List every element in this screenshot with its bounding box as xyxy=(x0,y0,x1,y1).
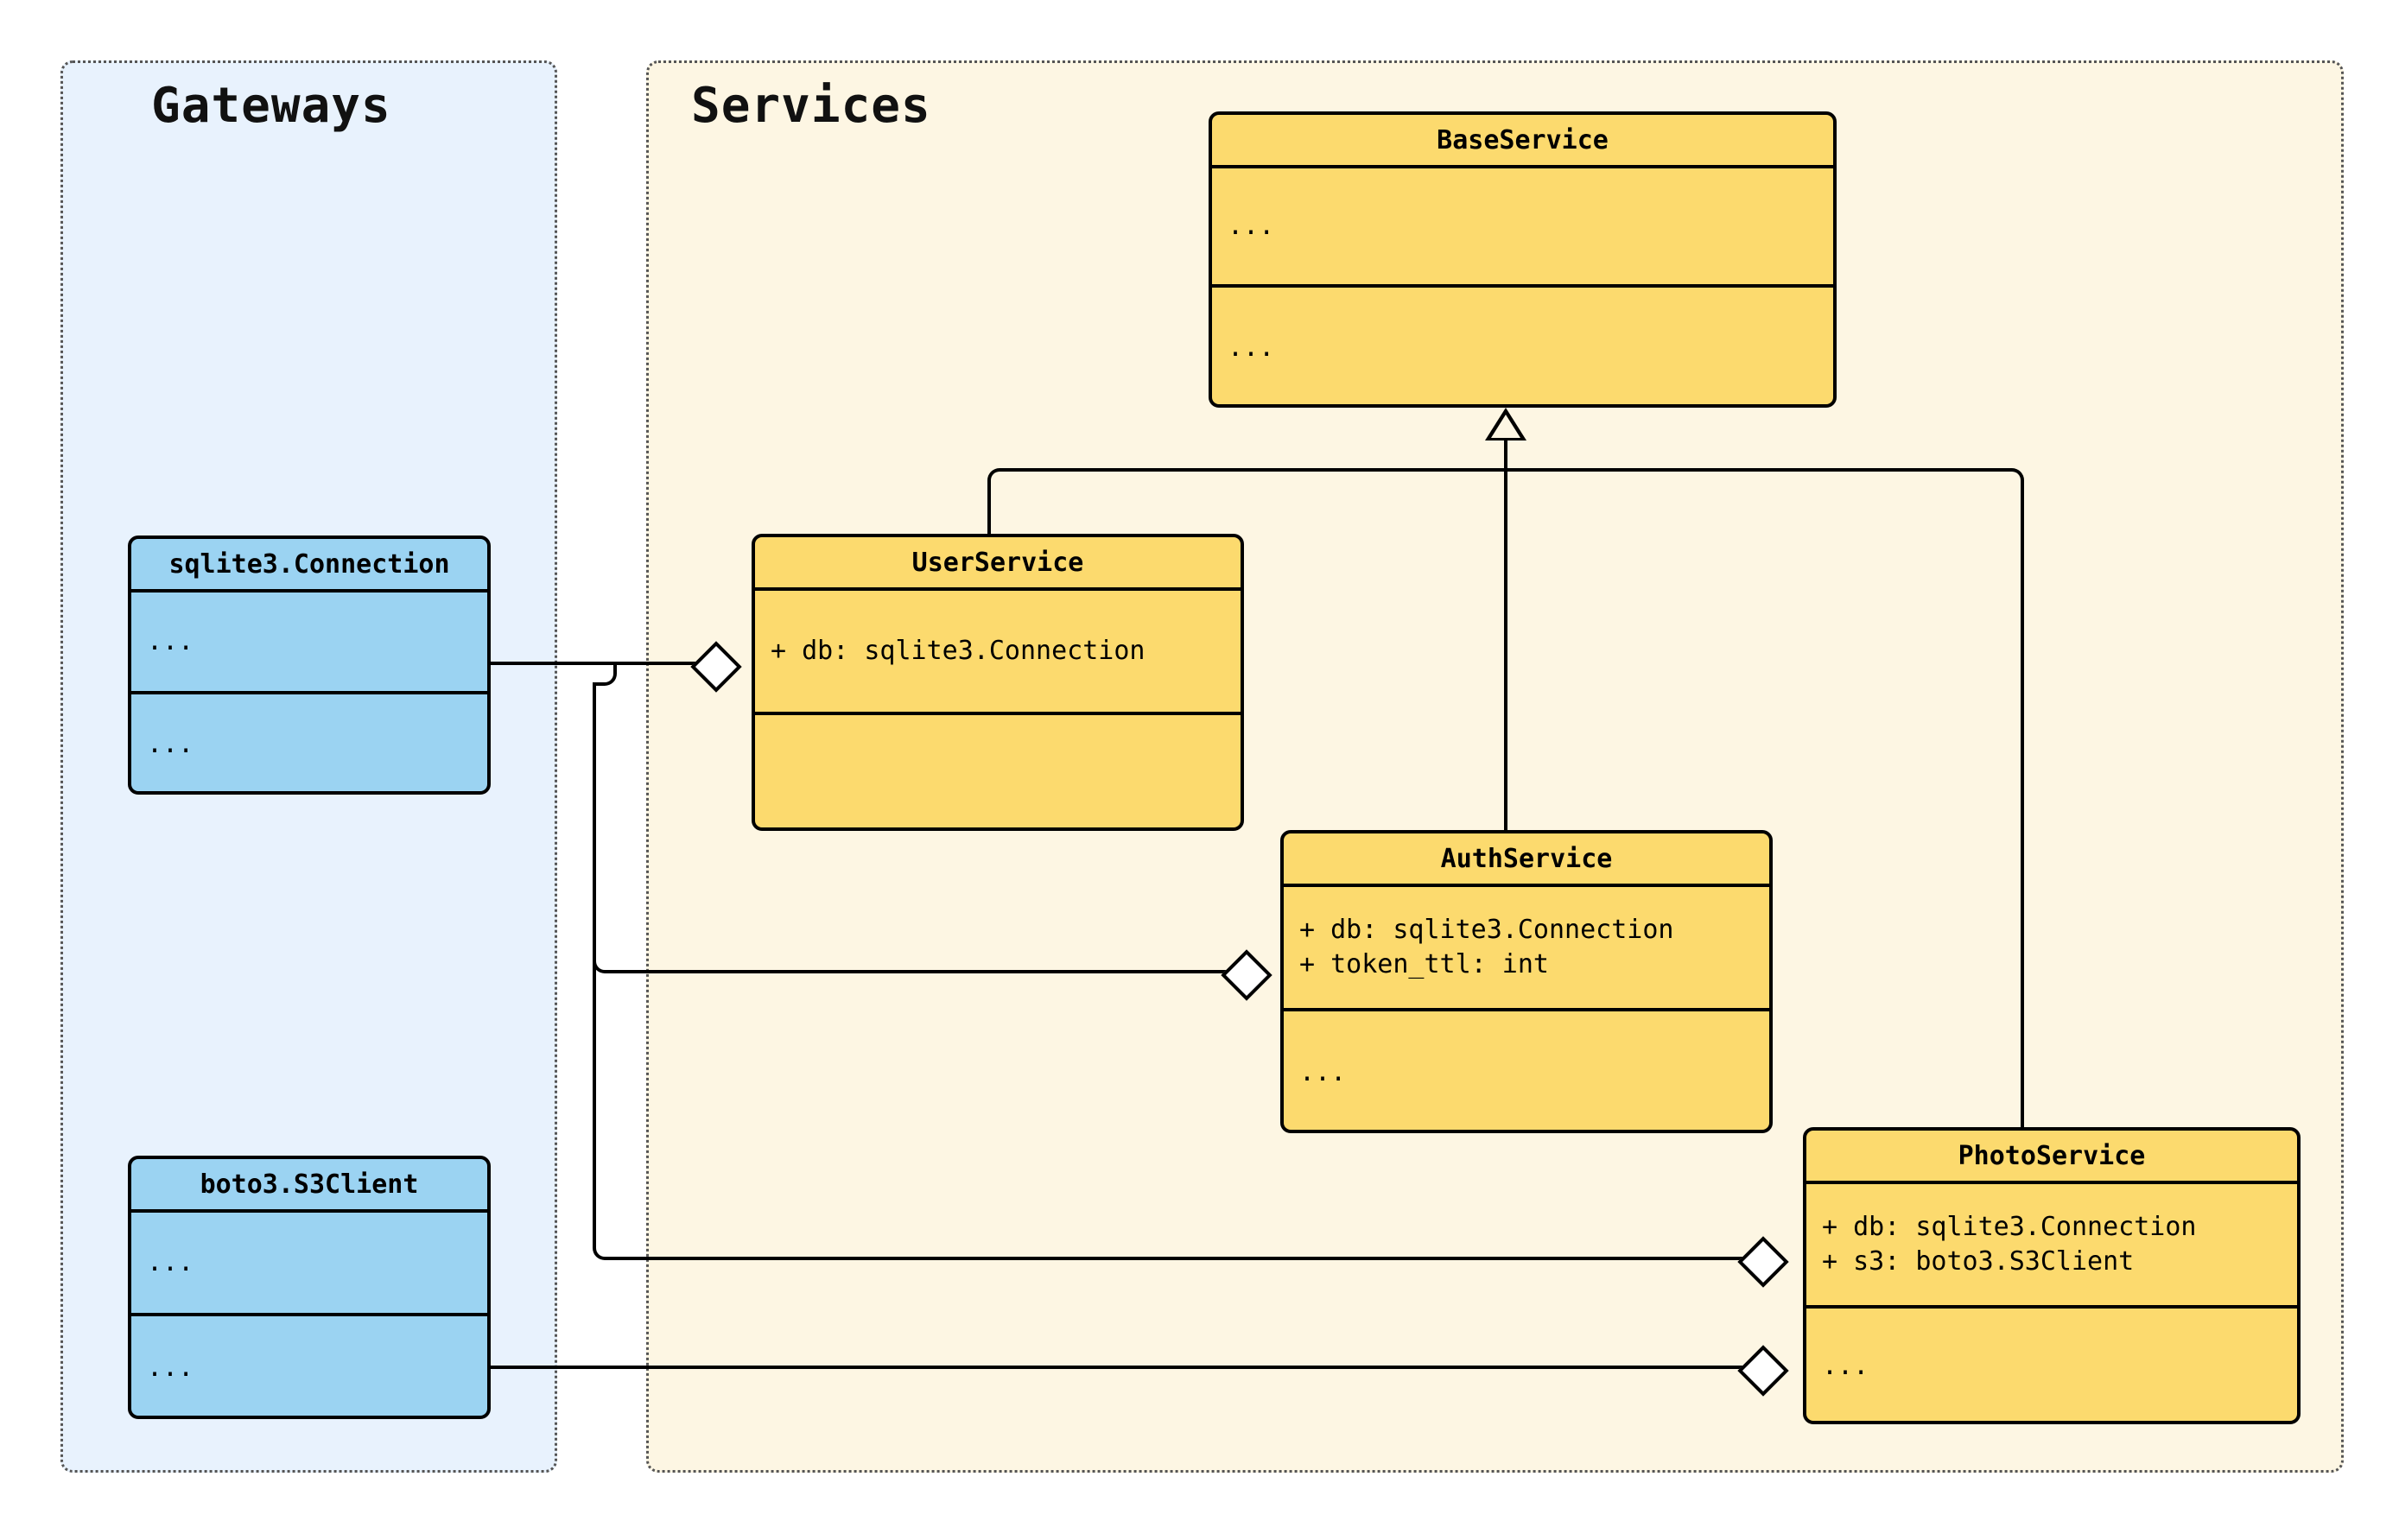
class-userservice-methods xyxy=(755,715,1241,827)
class-authservice-attributes: + db: sqlite3.Connection + token_ttl: in… xyxy=(1284,887,1769,1011)
class-baseservice-attributes: ... xyxy=(1212,168,1833,288)
class-sqlite3-connection[interactable]: sqlite3.Connection ... ... xyxy=(128,536,491,795)
class-photoservice-name: PhotoService xyxy=(1806,1131,2297,1184)
class-boto3-s3client-methods: ... xyxy=(147,1352,194,1383)
class-photoservice[interactable]: PhotoService + db: sqlite3.Connection + … xyxy=(1803,1127,2301,1424)
aggregation-corner-sqlite-trunk xyxy=(593,662,617,686)
class-baseservice-methods: ... xyxy=(1228,332,1275,363)
generalization-stem xyxy=(1504,440,1507,472)
aggregation-line-s3-photoservice xyxy=(488,1366,1745,1369)
class-sqlite3-connection-name: sqlite3.Connection xyxy=(131,539,487,593)
class-authservice-methods: ... xyxy=(1299,1056,1347,1087)
aggregation-line-sqlite-photoservice xyxy=(613,1257,1745,1260)
class-baseservice-name: BaseService xyxy=(1212,115,1833,168)
package-gateways-title: Gateways xyxy=(151,78,391,134)
package-services-title: Services xyxy=(691,78,931,134)
class-sqlite3-connection-methods: ... xyxy=(147,729,194,760)
aggregation-corner-sqlite-authservice xyxy=(593,949,617,973)
class-boto3-s3client[interactable]: boto3.S3Client ... ... xyxy=(128,1156,491,1419)
class-photoservice-attributes: + db: sqlite3.Connection + s3: boto3.S3C… xyxy=(1806,1184,2297,1309)
generalization-corner-right xyxy=(2000,468,2024,492)
class-userservice[interactable]: UserService + db: sqlite3.Connection xyxy=(752,534,1244,831)
generalization-branch-authservice xyxy=(1504,468,1507,835)
inheritance-triangle xyxy=(1485,408,1526,440)
class-authservice[interactable]: AuthService + db: sqlite3.Connection + t… xyxy=(1280,830,1773,1133)
class-userservice-attributes: + db: sqlite3.Connection xyxy=(755,591,1241,715)
generalization-branch-userservice xyxy=(987,489,991,536)
aggregation-corner-sqlite-photoservice xyxy=(593,1236,617,1260)
generalization-branch-photoservice xyxy=(2021,489,2024,1137)
class-boto3-s3client-name: boto3.S3Client xyxy=(131,1159,487,1213)
generalization-corner-left xyxy=(987,468,1012,492)
class-photoservice-methods: ... xyxy=(1822,1351,1869,1382)
class-baseservice[interactable]: BaseService ... ... xyxy=(1209,111,1837,408)
class-authservice-name: AuthService xyxy=(1284,833,1769,887)
class-sqlite3-connection-attributes: ... xyxy=(131,593,487,694)
class-userservice-name: UserService xyxy=(755,537,1241,591)
inheritance-triangle-inner xyxy=(1491,415,1520,438)
aggregation-line-sqlite-authservice xyxy=(613,970,1228,973)
class-boto3-s3client-attributes: ... xyxy=(131,1213,487,1316)
